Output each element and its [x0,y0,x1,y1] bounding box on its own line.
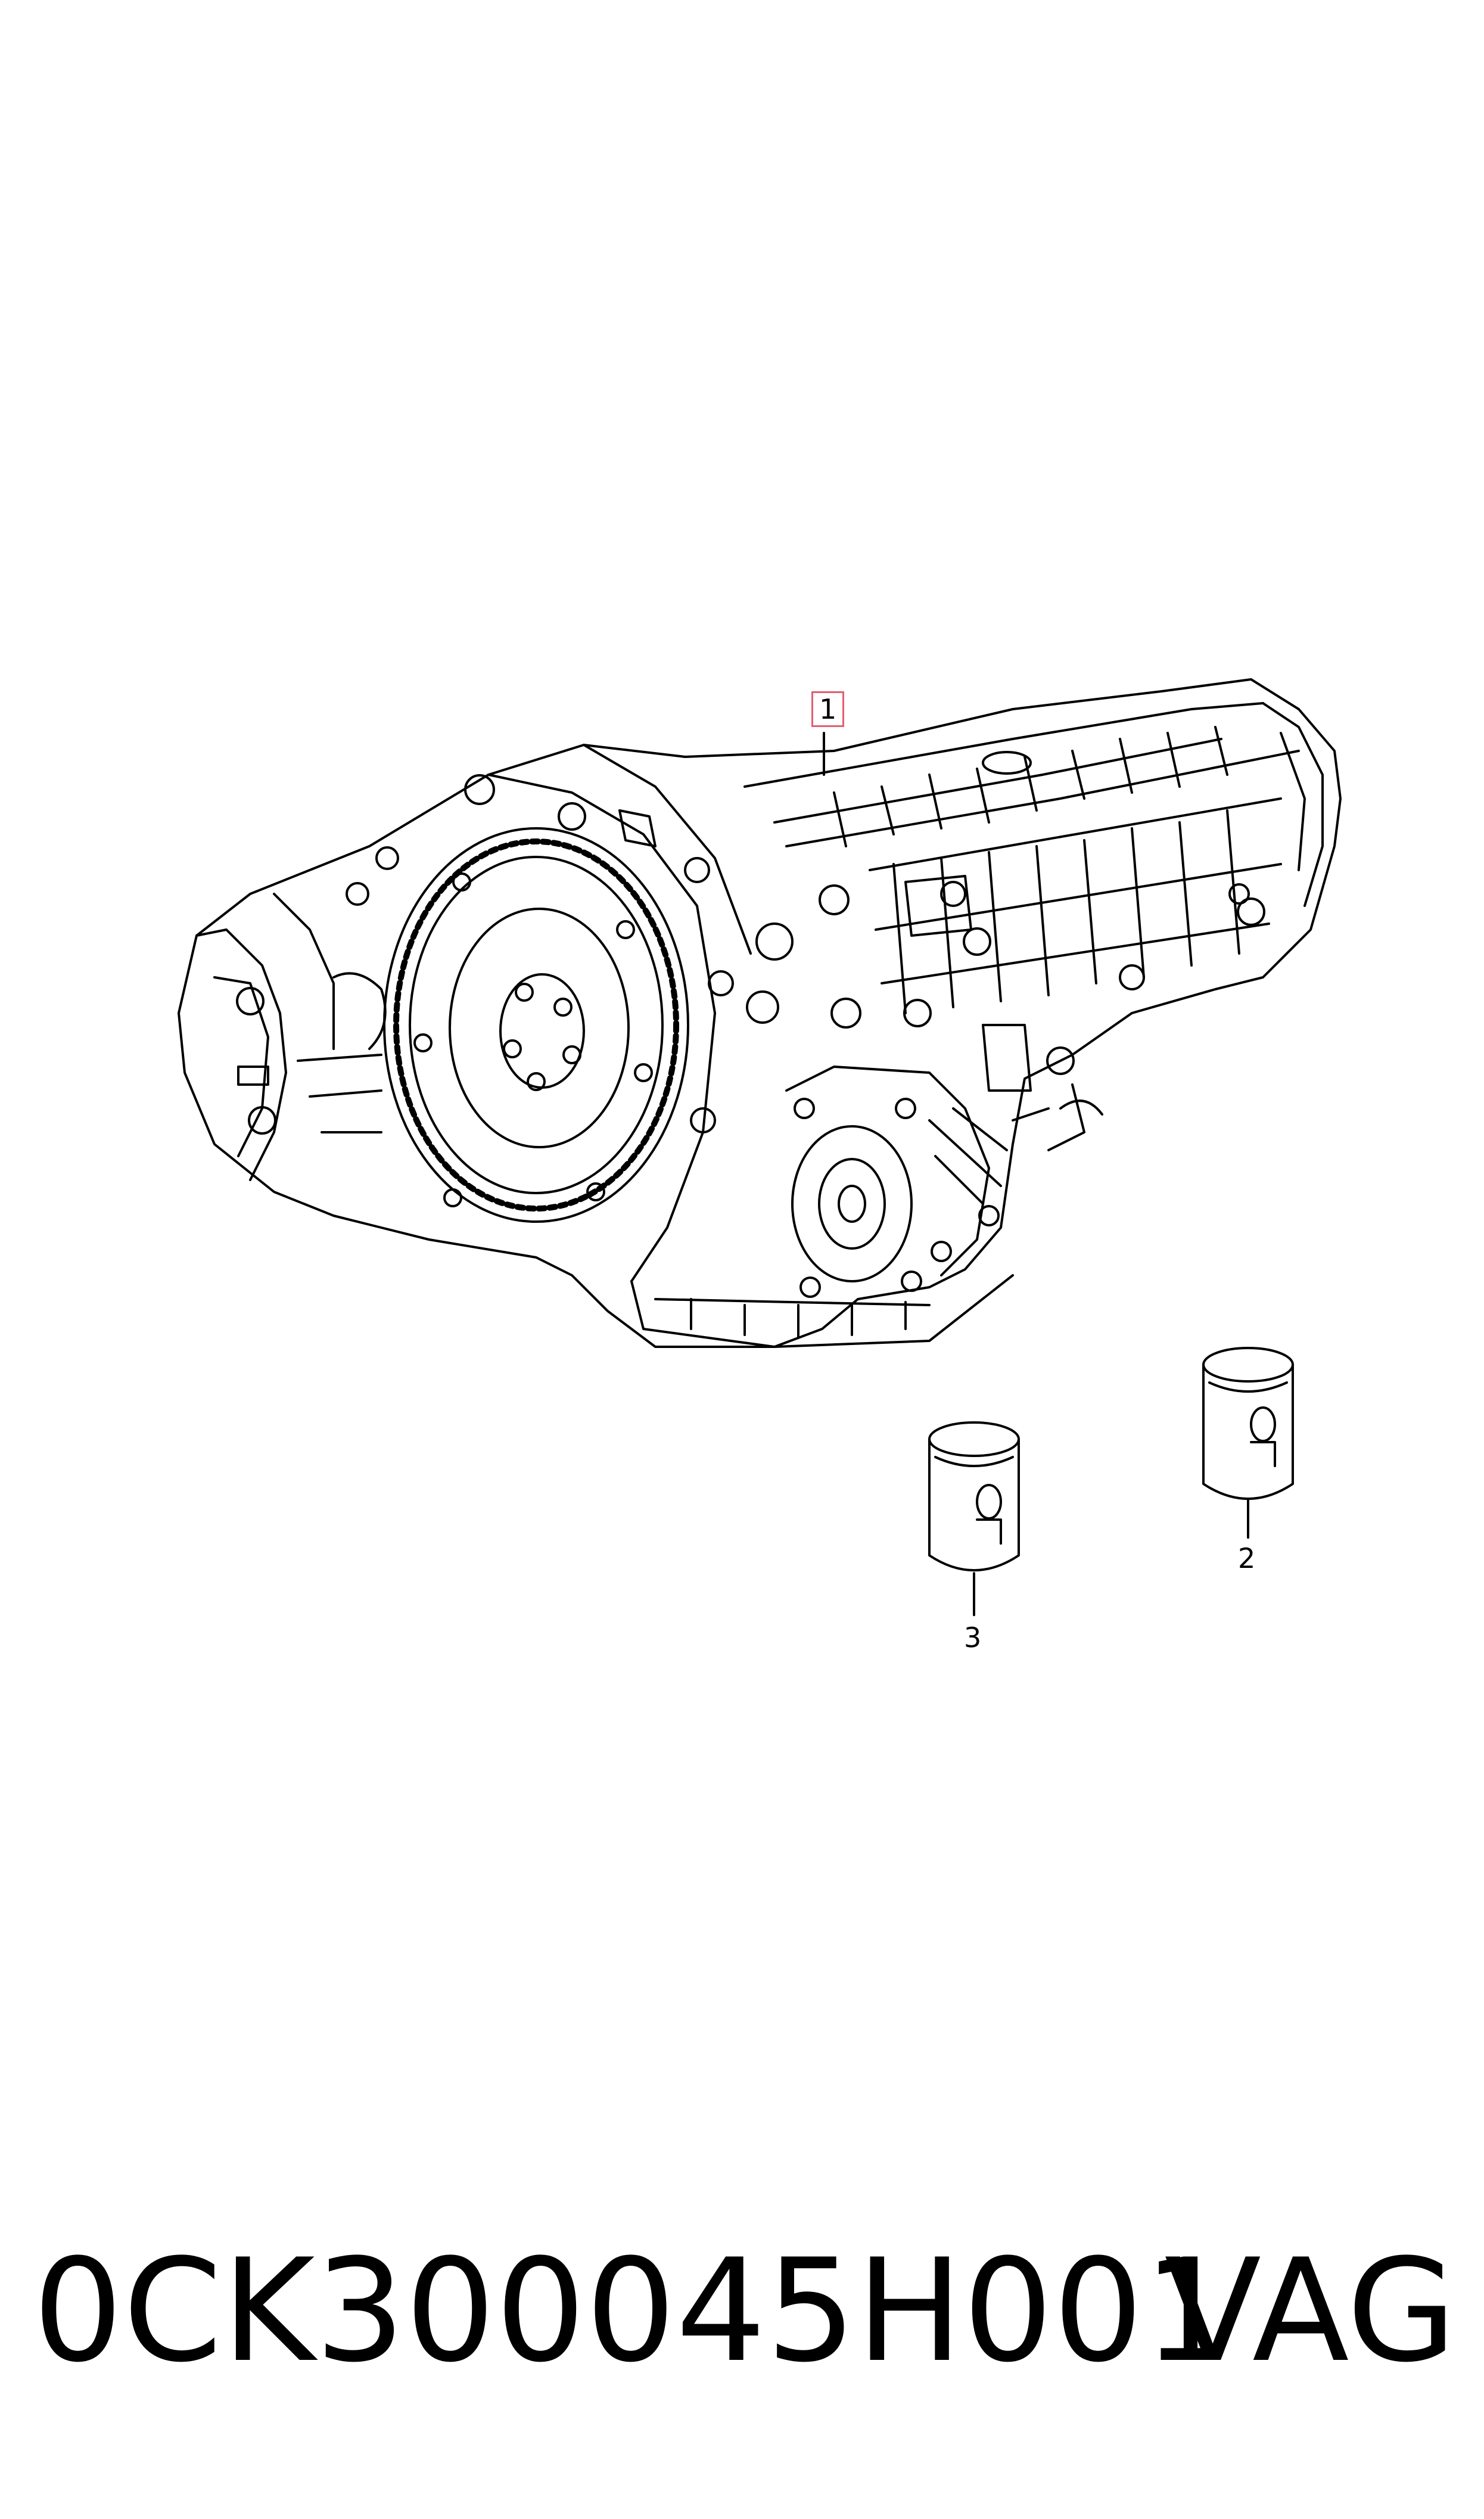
footer: 0CK300045H001 VAG [33,2241,1457,2396]
flywheel-ring-gear [383,827,689,1223]
transmission-assembly-drawing [178,678,1342,1348]
callout-item-2[interactable]: 2 [1238,1542,1256,1574]
brand-label: VAG [1164,2229,1457,2394]
part-number: 0CK300045H001 [33,2229,1234,2394]
oil-bottle-icon [928,1421,1020,1571]
callout-item-3[interactable]: 3 [964,1622,982,1654]
callout-item-1[interactable]: 1 [811,691,845,727]
oil-bottle-icon [1202,1347,1294,1500]
